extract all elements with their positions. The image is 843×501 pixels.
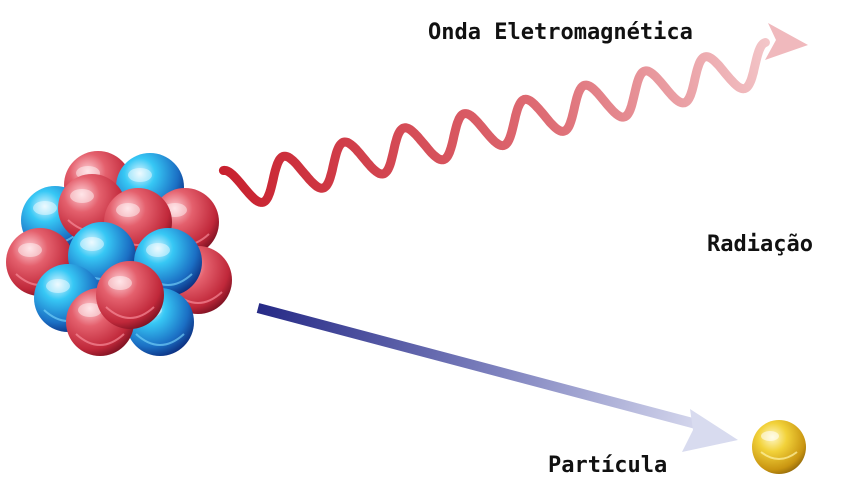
wave-label: Onda Eletromagnética <box>428 20 693 45</box>
particle-sphere-icon <box>752 420 806 474</box>
particle-label: Partícula <box>548 453 668 478</box>
radiation-label: Radiação <box>707 232 813 257</box>
wavy-arrow-icon <box>218 23 808 207</box>
straight-arrow-icon <box>256 303 738 452</box>
proton-sphere <box>96 261 164 329</box>
atomic-nucleus-icon <box>6 151 232 356</box>
